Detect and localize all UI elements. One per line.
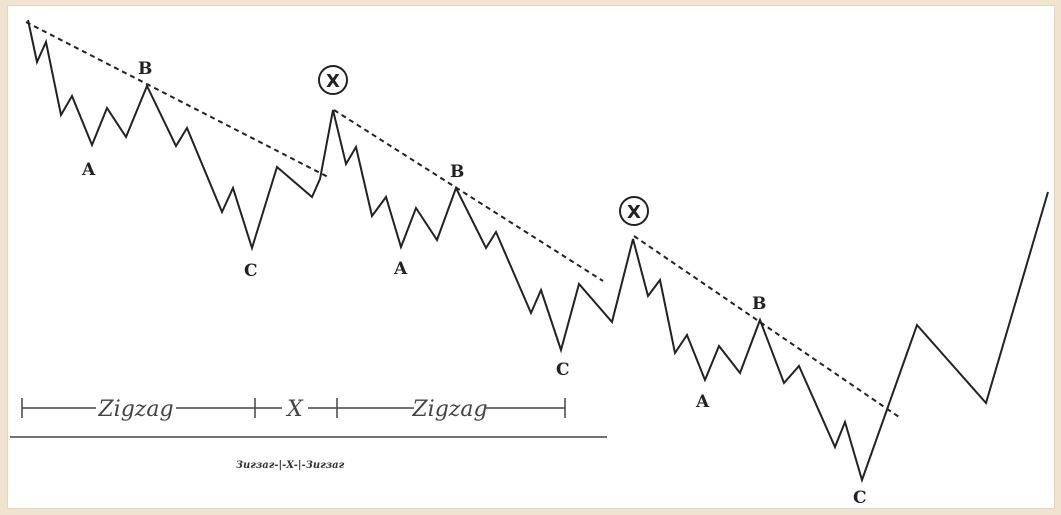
wave-label-a3: A: [695, 392, 710, 412]
segment-label-zigzag-2: Zigzag: [411, 397, 487, 422]
x-marker-2: X: [627, 202, 641, 223]
x-marker-circle-2: [619, 196, 649, 226]
wave-label-a1: A: [81, 160, 96, 180]
x-marker-circle-1: [318, 65, 348, 95]
segment-label-x: X: [285, 397, 304, 422]
x-marker-1: X: [326, 71, 340, 92]
wave-label-c3: C: [853, 488, 867, 508]
wave-label-b1: B: [138, 59, 152, 79]
wave-label-b3: B: [752, 294, 766, 314]
wave-label-c1: C: [244, 261, 258, 281]
trendline-1: [25, 21, 331, 179]
trendline-2: [333, 109, 604, 282]
wave-label-a2: A: [393, 259, 408, 279]
segment-label-zigzag-1: Zigzag: [97, 397, 173, 422]
diagram-panel: [8, 6, 1054, 508]
trendline-3: [633, 235, 900, 418]
wave-label-c2: C: [556, 360, 570, 380]
price-wave-line: [27, 19, 1049, 484]
wave-label-b2: B: [450, 162, 464, 182]
caption-text: Зигзаг-|-X-|-Зигзаг: [236, 460, 345, 471]
